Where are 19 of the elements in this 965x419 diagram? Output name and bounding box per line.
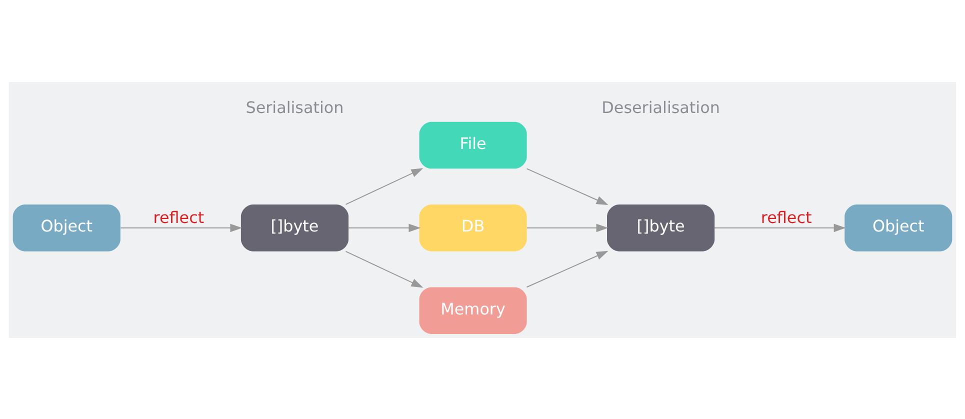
arrow [345, 168, 424, 204]
label: Deserialisation [602, 98, 720, 117]
edge-label: reflect [760, 207, 812, 226]
arrow [526, 223, 608, 232]
arrow [345, 250, 424, 288]
arrow [348, 223, 421, 232]
node-box: []byte [240, 204, 349, 251]
node-box: Memory [419, 286, 527, 334]
node-box: Object [12, 204, 120, 251]
node-box: []byte [607, 204, 715, 251]
arrow [714, 223, 846, 232]
node-box: Object [844, 204, 952, 251]
label: Serialisation [246, 98, 344, 117]
edge-label: reflect [153, 207, 204, 226]
arrow [120, 223, 242, 232]
node-box: DB [419, 204, 527, 251]
arrow [526, 250, 608, 288]
node-box: File [419, 121, 527, 168]
arrow [526, 168, 608, 205]
